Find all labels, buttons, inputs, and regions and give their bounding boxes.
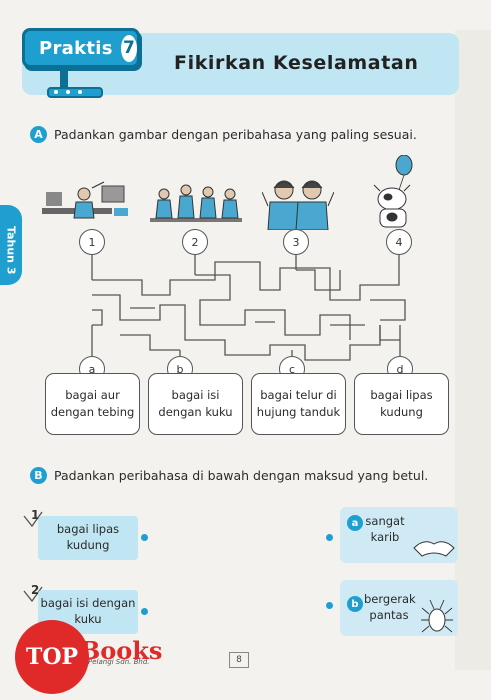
- right-item-letter-b: b: [347, 596, 363, 612]
- page-title: Fikirkan Keselamatan: [174, 52, 419, 74]
- left-item-number-1: 1: [31, 508, 40, 522]
- praktis-number: 7: [120, 34, 137, 62]
- maze-paths: [91, 252, 406, 361]
- logo-books-text: Books: [80, 636, 163, 665]
- cow-with-balloon-icon: [373, 155, 413, 228]
- right-item-text-b: bergerak pantas: [364, 592, 416, 622]
- cockroach-icon: [421, 600, 453, 633]
- handshake-icon: [413, 541, 455, 557]
- left-item-2: bagai isi dengan kuku: [38, 590, 138, 634]
- teamwork-group-icon: [150, 184, 242, 222]
- next-page-bleed: [455, 30, 491, 670]
- side-tab-label: Tahun 3: [4, 225, 18, 275]
- picture-number-2: 2: [182, 229, 208, 255]
- picture-number-1: 1: [79, 229, 105, 255]
- right-item-letter-a: a: [347, 515, 363, 531]
- side-tab: [0, 205, 22, 285]
- section-a-instruction: Padankan gambar dengan peribahasa yang p…: [54, 127, 417, 142]
- answer-box-a: bagai aur dengan tebing: [45, 373, 140, 435]
- sign-post-icon: [47, 66, 103, 98]
- right-item-text-a: sangat karib: [365, 514, 405, 544]
- match-dot-right-b[interactable]: [326, 602, 333, 609]
- section-b-badge: B: [30, 467, 47, 484]
- topbooks-logo: TOP: [15, 620, 89, 694]
- answer-box-c: bagai telur di hujung tanduk: [251, 373, 346, 435]
- left-item-1: bagai lipas kudung: [38, 516, 138, 560]
- page-number: 8: [229, 652, 249, 668]
- logo-top-text: TOP: [25, 644, 79, 670]
- left-item-number-2: 2: [31, 583, 40, 597]
- two-friends-icon: [262, 180, 334, 230]
- praktis-badge: Praktis 7: [22, 28, 140, 68]
- praktis-label: Praktis: [39, 37, 113, 59]
- picture-number-4: 4: [386, 229, 412, 255]
- picture-number-3: 3: [283, 229, 309, 255]
- answer-box-d: bagai lipas kudung: [354, 373, 449, 435]
- section-a-badge: A: [30, 126, 47, 143]
- section-b-instruction: Padankan peribahasa di bawah dengan maks…: [54, 468, 429, 483]
- stressed-worker-icon: [42, 181, 128, 219]
- answer-box-b: bagai isi dengan kuku: [148, 373, 243, 435]
- publisher-credit: Pelangi Sdn. Bhd.: [88, 658, 150, 666]
- match-dot-left-1[interactable]: [141, 534, 148, 541]
- match-dot-right-a[interactable]: [326, 534, 333, 541]
- match-dot-left-2[interactable]: [141, 608, 148, 615]
